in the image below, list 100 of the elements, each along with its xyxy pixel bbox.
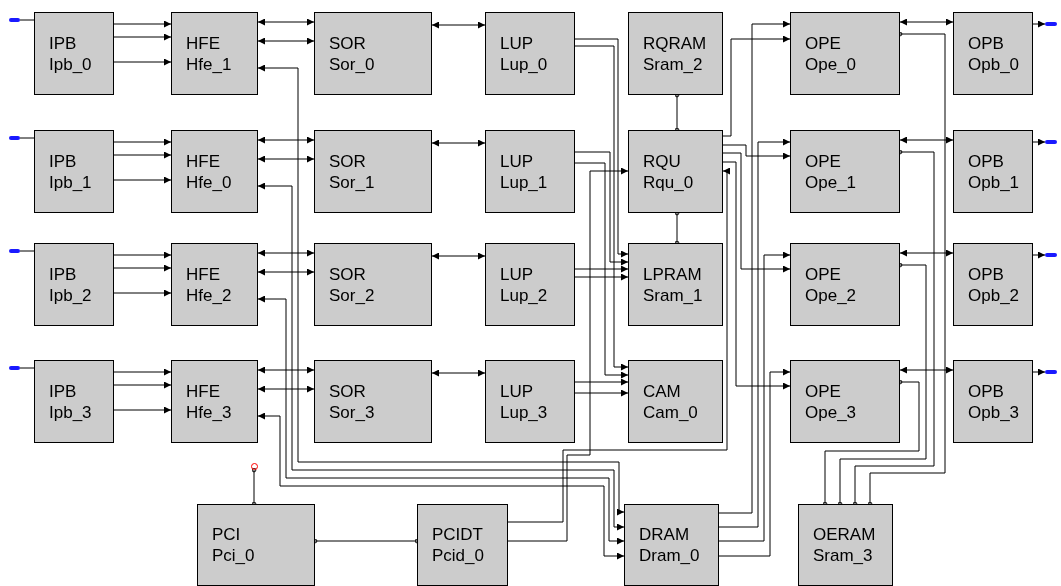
instance-name-label: Lup_1 (500, 171, 548, 193)
arrow (1032, 138, 1046, 146)
arrow (113, 381, 172, 389)
module-type-label: PCIDT (432, 524, 483, 545)
module-block (34, 243, 114, 326)
instance-name-label: Lup_3 (500, 401, 548, 423)
module-block (171, 130, 258, 213)
double-arrow (257, 155, 315, 163)
module-block (953, 130, 1033, 213)
arrow (113, 151, 172, 159)
double-arrow (257, 295, 625, 545)
arrow (113, 138, 172, 146)
instance-name-label: Ope_1 (805, 171, 857, 193)
double-arrow (431, 252, 486, 260)
module-type-label: RQU (643, 150, 681, 172)
connector-line (19, 250, 35, 252)
arrow (574, 389, 629, 397)
instance-name-label: Lup_2 (500, 284, 548, 306)
arrow (718, 20, 791, 514)
module-block (953, 360, 1033, 443)
module-block (314, 360, 432, 443)
double-arrow (431, 21, 486, 29)
instance-name-label: Rqu_0 (643, 171, 694, 193)
instance-name-label: Sram_3 (813, 545, 873, 566)
module-block (953, 12, 1033, 95)
instance-name-label: Hfe_3 (186, 401, 232, 423)
arrow (1032, 20, 1046, 28)
module-block (790, 243, 900, 326)
arrow (722, 144, 791, 160)
module-type-label: IPB (49, 150, 77, 172)
module-type-label: OERAM (813, 524, 876, 545)
arrow (718, 251, 791, 542)
instance-name-label: Ope_2 (805, 284, 857, 306)
arrow (113, 251, 172, 259)
module-type-label: IPB (49, 263, 77, 285)
instance-name-label: Cam_0 (643, 401, 698, 423)
module-type-label: IPB (49, 32, 77, 54)
module-block (628, 12, 723, 95)
module-block (624, 504, 719, 586)
module-block (34, 12, 114, 95)
module-type-label: RQRAM (643, 32, 707, 54)
module-type-label: SOR (329, 32, 366, 54)
double-arrow (431, 369, 486, 377)
module-type-label: SOR (329, 263, 366, 285)
module-type-label: HFE (186, 263, 220, 285)
module-block (485, 12, 575, 95)
module-block (798, 504, 893, 586)
double-arrow (257, 249, 315, 257)
module-block (628, 360, 723, 443)
instance-name-label: Lup_0 (500, 53, 548, 75)
double-arrow (431, 139, 486, 147)
instance-name-label: Opb_0 (968, 53, 1020, 75)
instance-name-label: Hfe_1 (186, 53, 232, 75)
module-type-label: OPE (805, 150, 841, 172)
arrow (1032, 251, 1046, 259)
arrow (574, 265, 629, 273)
module-type-label: LUP (500, 32, 534, 54)
instance-name-label: Pci_0 (212, 545, 255, 566)
instance-name-label: Ipb_1 (49, 171, 92, 193)
arrow (113, 368, 172, 376)
module-type-label: HFE (186, 380, 220, 402)
module-type-label: OPB (968, 380, 1004, 402)
module-type-label: SOR (329, 380, 366, 402)
arrow (574, 151, 629, 266)
module-type-label: OPB (968, 150, 1004, 172)
double-arrow (899, 249, 954, 257)
instance-name-label: Sor_2 (329, 284, 375, 306)
double-arrow (899, 366, 954, 374)
module-type-label: IPB (49, 380, 77, 402)
arrow (1032, 368, 1046, 376)
module-block (171, 12, 258, 95)
instance-name-label: Ipb_3 (49, 401, 92, 423)
instance-name-label: Hfe_0 (186, 171, 232, 193)
module-block (34, 130, 114, 213)
double-arrow (257, 385, 315, 393)
arrow (113, 20, 172, 28)
module-type-label: OPE (805, 263, 841, 285)
instance-name-label: Sor_0 (329, 53, 375, 75)
arrow (718, 368, 791, 557)
double-arrow (257, 64, 625, 516)
arrow (113, 33, 172, 41)
port-marker (9, 249, 20, 253)
module-type-label: CAM (643, 380, 681, 402)
module-type-label: LUP (500, 263, 534, 285)
instance-name-label: Sor_1 (329, 171, 375, 193)
arrow (113, 176, 172, 184)
connector-line (19, 367, 35, 369)
instance-name-label: Opb_1 (968, 171, 1020, 193)
module-type-label: PCI (212, 524, 241, 545)
double-arrow (899, 18, 954, 26)
double-arrow (899, 136, 954, 144)
arrow (718, 138, 791, 528)
double-arrow (257, 37, 315, 45)
arrow (574, 45, 629, 371)
double-arrow (257, 136, 315, 144)
arrow (113, 58, 172, 66)
double-arrow (257, 182, 625, 531)
arrow (574, 38, 629, 258)
module-type-label: HFE (186, 150, 220, 172)
module-type-label: OPB (968, 32, 1004, 54)
